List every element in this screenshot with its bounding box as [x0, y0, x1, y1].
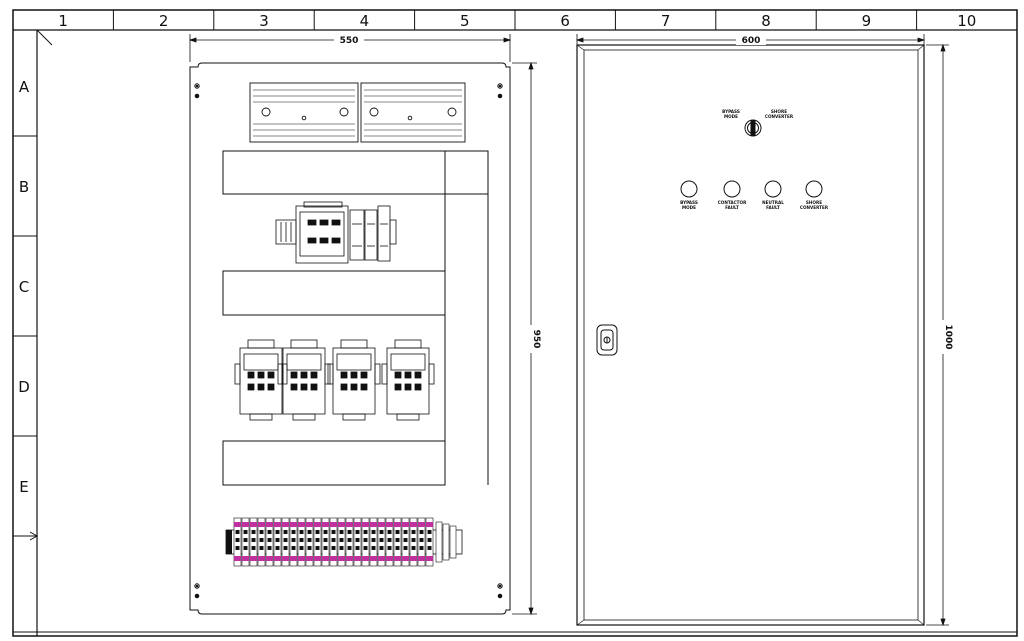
terminal-block [361, 517, 370, 567]
terminal-block [329, 517, 338, 567]
mounting-plate [189, 62, 511, 615]
terminal-block [273, 517, 282, 567]
indicator-lamp-neutral-fault: NEUTRAL FAULT [762, 180, 784, 210]
indicator-label-line2: MODE [682, 205, 696, 210]
contactor [234, 339, 288, 421]
drawing-frame [12, 9, 1018, 637]
indicator-label-line1: SHORE [806, 200, 822, 205]
dimension-label-bg [937, 320, 949, 354]
door-width-label: 600 [742, 36, 761, 46]
grid-row-label: A [19, 78, 30, 96]
mounting-hole [194, 583, 200, 599]
end-stop [435, 521, 443, 563]
terminal-block [337, 517, 346, 567]
terminal-block [265, 517, 274, 567]
terminal-block [409, 517, 418, 567]
end-stop [442, 523, 450, 561]
panel-height-label: 950 [531, 330, 541, 349]
grid-column-label: 1 [58, 12, 68, 30]
grid-row-label: C [19, 278, 29, 296]
selector-left-label-line2: MODE [724, 114, 738, 119]
terminal-block [385, 517, 394, 567]
indicator-lamp-contactor-fault: CONTACTOR FAULT [718, 180, 747, 210]
indicator-label-line2: FAULT [725, 205, 739, 210]
grid-column-label: 8 [761, 12, 771, 30]
bypass-selector-switch [744, 119, 762, 137]
indicator-label-line2: FAULT [766, 205, 780, 210]
grid-column-label: 4 [360, 12, 370, 30]
contactor-relay-group [275, 201, 397, 264]
terminal-block [241, 517, 250, 567]
end-stop [449, 525, 457, 559]
dimension-label-bg [334, 34, 364, 45]
indicator-label-line1: NEUTRAL [762, 200, 784, 205]
terminal-strip [225, 517, 463, 567]
door-handle-lock [596, 324, 618, 356]
terminal-block [249, 517, 258, 567]
indicator-lamp-bypass-mode: BYPASS MODE [680, 180, 698, 210]
mounting-hole [497, 83, 503, 99]
terminal-block [321, 517, 330, 567]
contactor [277, 339, 331, 421]
terminal-block [369, 517, 378, 567]
mounting-hole [194, 83, 200, 99]
grid-row-labels: A B C D E [13, 78, 37, 537]
cable-gland-block [360, 82, 466, 143]
grid-column-label: 7 [661, 12, 671, 30]
indicator-label-line1: BYPASS [680, 200, 698, 205]
indicator-label-line2: CONVERTER [800, 205, 829, 210]
grid-column-label: 5 [460, 12, 470, 30]
selector-right-label-line2: CONVERTER [765, 114, 794, 119]
grid-row-label: B [19, 178, 29, 196]
grid-column-label: 2 [159, 12, 169, 30]
grid-row-label: E [19, 478, 28, 496]
terminal-block [297, 517, 306, 567]
panel-width-label: 550 [340, 36, 359, 46]
grid-column-label: 10 [957, 12, 976, 30]
terminal-block [353, 517, 362, 567]
terminal-block [417, 517, 426, 567]
door-height-label: 1000 [943, 324, 953, 349]
grid-column-label: 3 [259, 12, 269, 30]
terminal-block [345, 517, 354, 567]
grid-column-label: 9 [862, 12, 872, 30]
contactor [327, 339, 381, 421]
selector-right-label-line1: SHORE [771, 109, 787, 114]
terminal-block [425, 517, 434, 567]
wiring-duct [222, 150, 489, 486]
terminal-block [401, 517, 410, 567]
contactor [381, 339, 435, 421]
cable-gland-block [249, 82, 359, 143]
terminal-block [393, 517, 402, 567]
terminal-block [257, 517, 266, 567]
dimension-label-bg [525, 325, 537, 353]
end-clamp [226, 530, 232, 554]
terminal-block [313, 517, 322, 567]
terminal-block [281, 517, 290, 567]
terminal-block [233, 517, 242, 567]
dimension-label-bg [736, 34, 766, 45]
terminal-block [377, 517, 386, 567]
terminal-block [289, 517, 298, 567]
indicator-lamp-shore-converter: SHORE CONVERTER [800, 180, 829, 210]
grid-row-label: D [18, 378, 30, 396]
grid-column-label: 6 [560, 12, 570, 30]
mounting-hole [497, 583, 503, 599]
terminal-block [305, 517, 314, 567]
selector-left-label-line1: BYPASS [722, 109, 740, 114]
grid-column-labels: 1 2 3 4 5 6 7 8 9 10 [58, 10, 976, 30]
indicator-label-line1: CONTACTOR [718, 200, 747, 205]
